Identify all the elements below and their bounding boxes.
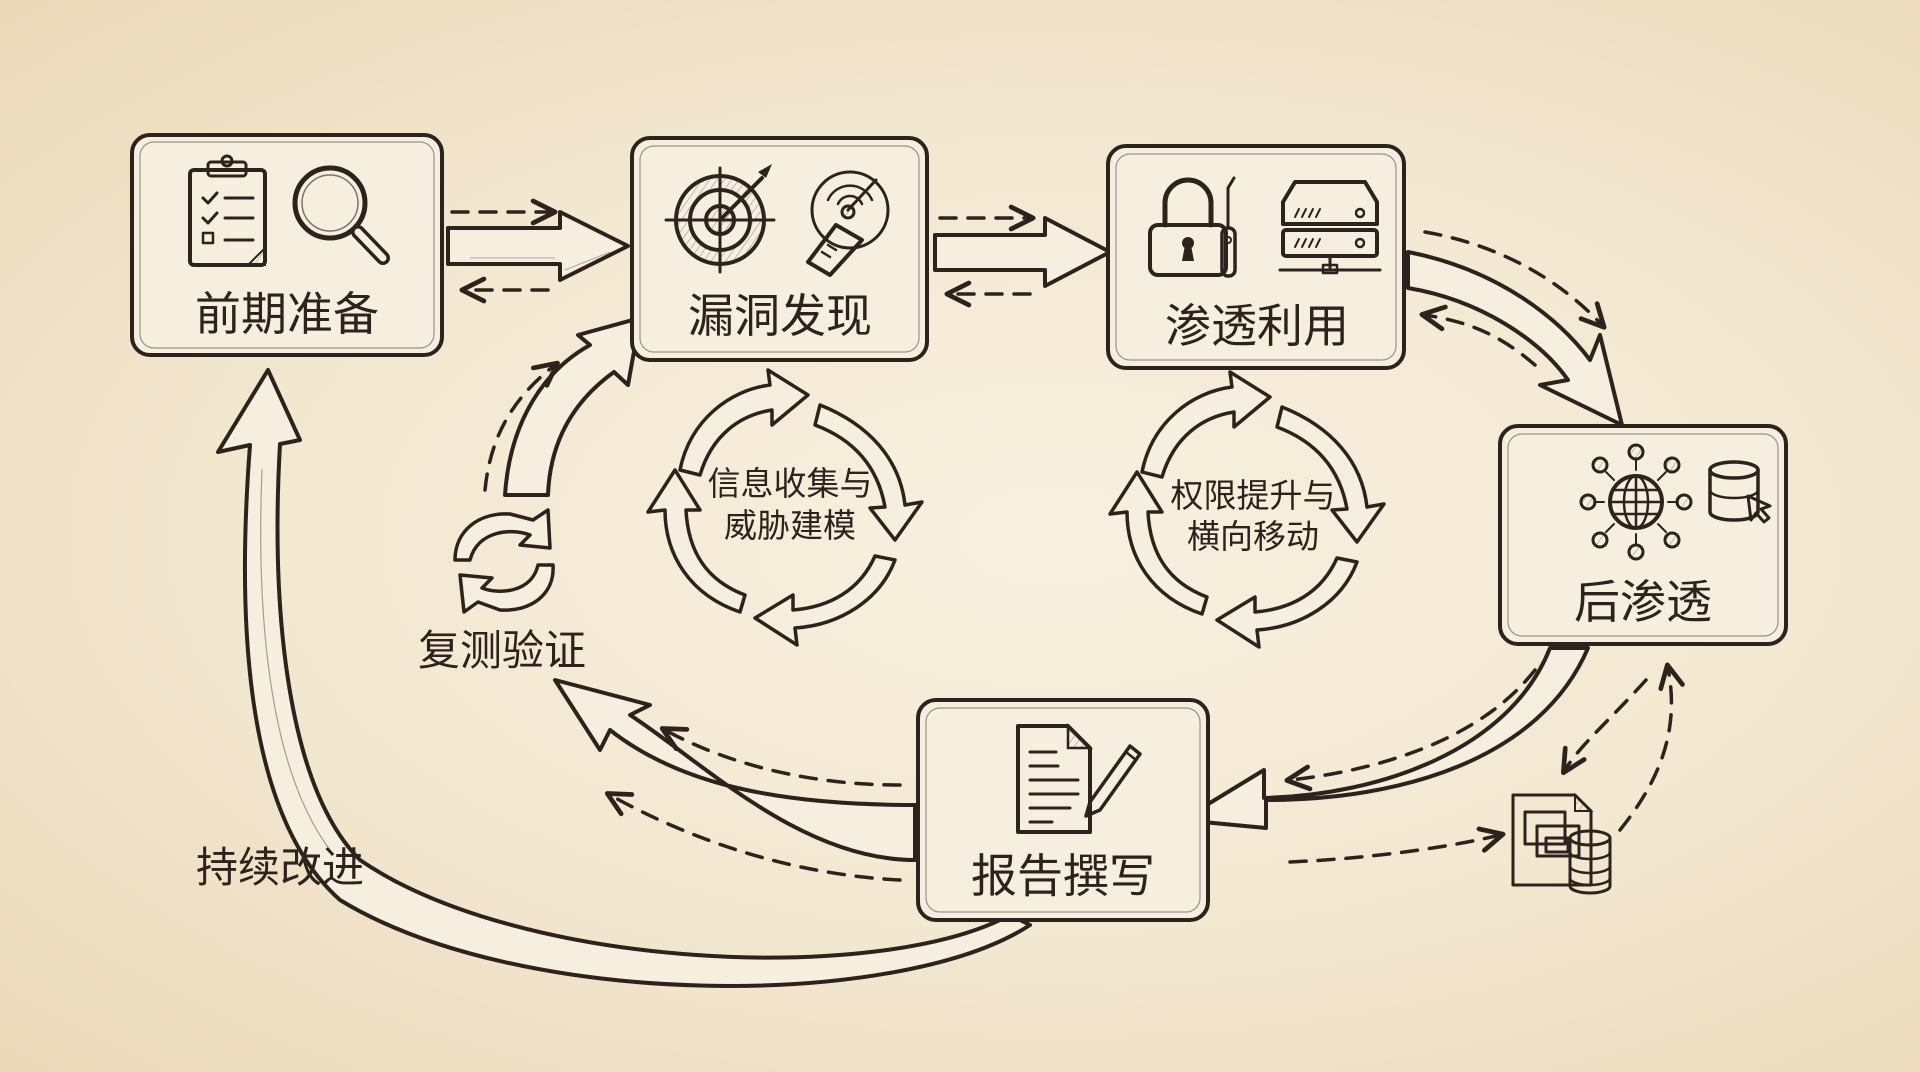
improve-loop-arrow [216,368,1032,988]
retest-node[interactable]: 复测验证 [418,508,586,675]
cycle-label-line2: 横向移动 [1187,517,1319,556]
cycle-label-line1: 信息收集与 [708,464,873,503]
stage-label: 前期准备 [195,287,379,341]
retest-label: 复测验证 [418,626,586,675]
stage-label: 渗透利用 [1165,299,1349,353]
edge-retest-discovery [483,316,642,497]
scanner-radar-icon [806,170,890,277]
server-icon [1278,180,1382,275]
edge-report-retest [553,678,917,882]
stage-post[interactable]: 后渗透 [1498,424,1788,646]
target-arrow-icon [664,164,776,274]
edge-post-report [1180,646,1685,864]
stage-report[interactable]: 报告撰写 [916,698,1210,922]
edge-discovery-exploit [933,204,1112,308]
files-database-icon [1511,792,1612,895]
cycle-label-line2: 威胁建模 [724,506,856,545]
edge-exploit-post [1406,230,1624,427]
stage-discovery[interactable]: 漏洞发现 [630,136,929,362]
stage-exploit[interactable]: 渗透利用 [1106,144,1406,370]
recon-cycle: 信息收集与 威胁建模 [646,368,924,647]
magnifier-icon [292,165,390,265]
stage-label: 后渗透 [1574,575,1712,629]
stage-prep[interactable]: 前期准备 [130,133,444,357]
lockpick-icon [1220,176,1237,278]
globe-network-icon [1579,443,1693,561]
refresh-cycle-icon [453,508,555,614]
document-pen-icon [1016,722,1142,834]
cycle-label-line1: 权限提升与 [1171,476,1336,515]
stage-label: 漏洞发现 [688,289,872,343]
clipboard-checklist-icon [188,154,267,267]
edge-prep-discovery [446,198,630,304]
padlock-icon [1148,177,1228,277]
improve-label: 持续改进 [196,843,364,892]
database-cursor-icon [1708,460,1772,524]
stage-label: 报告撰写 [971,849,1155,903]
privesc-cycle: 权限提升与 横向移动 [1108,370,1386,649]
